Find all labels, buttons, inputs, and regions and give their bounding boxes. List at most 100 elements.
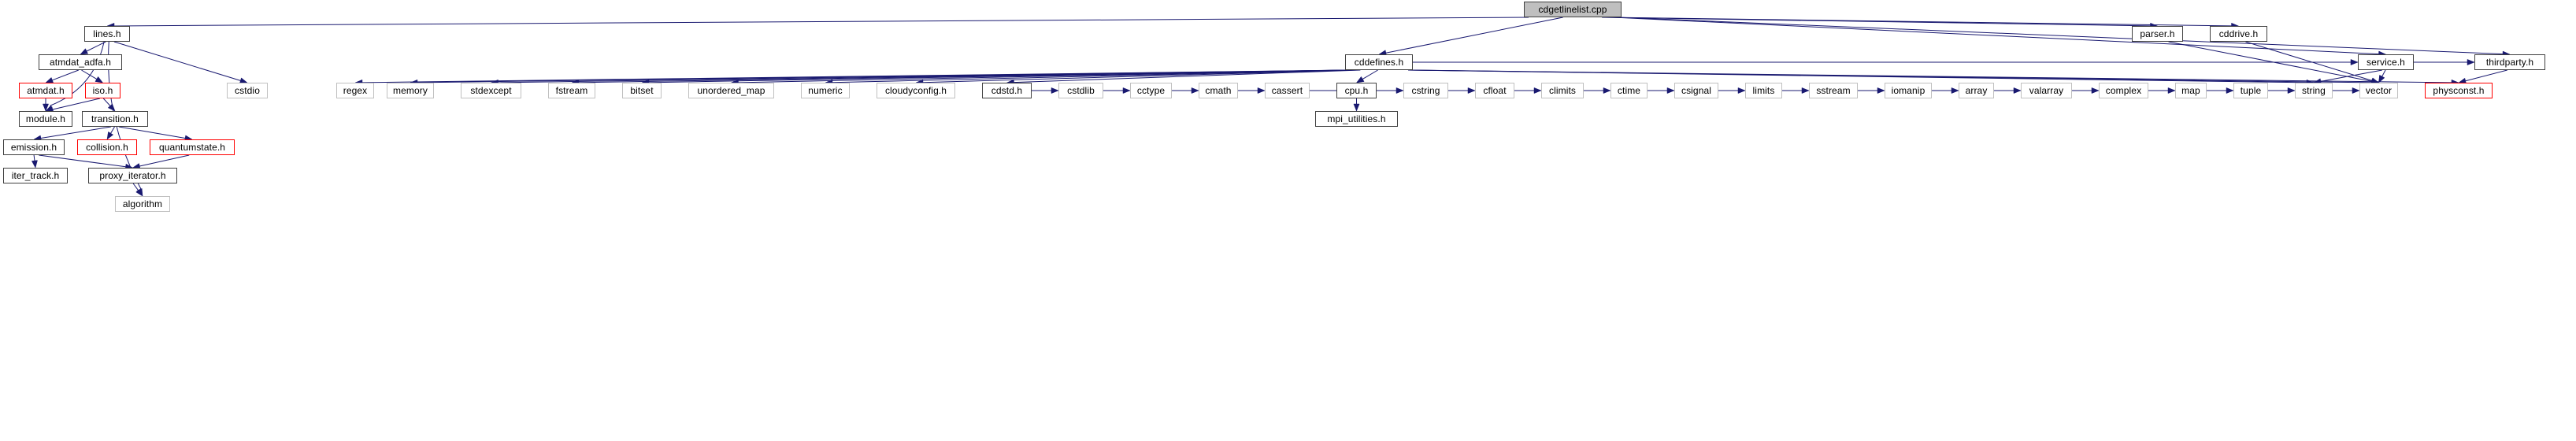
graph-node-numeric[interactable]: numeric	[801, 83, 850, 98]
graph-node-label: csignal	[1681, 85, 1712, 96]
graph-edge-cddefines-to-cpu	[1362, 69, 1378, 80]
graph-node-lines[interactable]: lines.h	[84, 26, 130, 42]
graph-arrowhead-proxy_iterator-to-algorithm	[135, 188, 143, 197]
graph-arrowhead-cdstd-to-valarray	[2013, 87, 2022, 94]
graph-node-csignal[interactable]: csignal	[1674, 83, 1718, 98]
graph-node-label: ctime	[1617, 85, 1641, 96]
graph-node-proxy_iterator[interactable]: proxy_iterator.h	[88, 168, 177, 183]
graph-node-cddefines[interactable]: cddefines.h	[1345, 54, 1413, 70]
graph-edge-cddefines-to-vector	[1407, 69, 2372, 83]
graph-node-cstdlib[interactable]: cstdlib	[1058, 83, 1103, 98]
graph-node-label: cloudyconfig.h	[884, 85, 947, 96]
graph-edge-service-to-string	[2320, 69, 2383, 82]
graph-node-atmdat[interactable]: atmdat.h	[19, 83, 72, 98]
graph-arrowhead-cdstd-to-complex	[2091, 87, 2100, 94]
graph-node-label: fstream	[555, 85, 588, 96]
graph-node-emission[interactable]: emission.h	[3, 139, 65, 155]
graph-node-climits[interactable]: climits	[1541, 83, 1584, 98]
graph-node-cdgetlinelist[interactable]: cdgetlinelist.cpp	[1524, 2, 1622, 17]
graph-node-cfloat[interactable]: cfloat	[1475, 83, 1514, 98]
graph-node-cassert[interactable]: cassert	[1265, 83, 1310, 98]
graph-node-cdstd[interactable]: cdstd.h	[982, 83, 1032, 98]
graph-node-label: regex	[343, 85, 368, 96]
graph-node-ctime[interactable]: ctime	[1610, 83, 1648, 98]
graph-arrowhead-iso-to-transition	[107, 103, 116, 112]
graph-node-iso[interactable]: iso.h	[85, 83, 120, 98]
graph-node-quantumstate[interactable]: quantumstate.h	[150, 139, 235, 155]
graph-node-label: module.h	[25, 113, 66, 124]
graph-node-label: atmdat_adfa.h	[49, 57, 112, 68]
graph-arrowhead-cdstd-to-cassert	[1257, 87, 1266, 94]
graph-node-memory[interactable]: memory	[387, 83, 434, 98]
graph-node-label: cassert	[1271, 85, 1303, 96]
graph-node-label: unordered_map	[697, 85, 765, 96]
graph-edge-cddefines-to-unordered_map	[738, 69, 1351, 83]
graph-node-cpu[interactable]: cpu.h	[1336, 83, 1377, 98]
graph-node-tuple[interactable]: tuple	[2233, 83, 2268, 98]
graph-edge-iso-to-transition	[102, 98, 111, 106]
graph-arrowhead-cdstd-to-cmath	[1191, 87, 1199, 94]
graph-node-label: mpi_utilities.h	[1327, 113, 1386, 124]
graph-arrowhead-cdstd-to-array	[1951, 87, 1959, 94]
graph-node-service[interactable]: service.h	[2358, 54, 2414, 70]
graph-node-string[interactable]: string	[2295, 83, 2333, 98]
graph-node-cstdio[interactable]: cstdio	[227, 83, 268, 98]
graph-edge-cdgetlinelist-to-parser	[1602, 17, 2151, 27]
graph-node-parser[interactable]: parser.h	[2132, 26, 2183, 42]
graph-node-transition[interactable]: transition.h	[82, 111, 148, 127]
graph-arrowhead-cdstd-to-sstream	[1801, 87, 1810, 94]
graph-arrowhead-cddefines-to-thirdparty	[2467, 59, 2475, 65]
graph-edge-cddefines-to-bitset	[648, 69, 1351, 83]
graph-node-array[interactable]: array	[1959, 83, 1994, 98]
graph-node-valarray[interactable]: valarray	[2021, 83, 2072, 98]
graph-edge-transition-to-quantumstate	[118, 126, 186, 139]
graph-node-limits[interactable]: limits	[1745, 83, 1782, 98]
graph-edge-service-to-vector	[2381, 69, 2386, 77]
graph-arrowhead-cdstd-to-cstring	[1395, 87, 1404, 94]
graph-edge-cddefines-to-regex	[361, 69, 1351, 83]
graph-edge-quantumstate-to-proxy_iterator	[139, 154, 190, 167]
graph-node-stdexcept[interactable]: stdexcept	[461, 83, 521, 98]
graph-arrowhead-cdstd-to-vector	[2352, 87, 2360, 94]
graph-node-label: thirdparty.h	[2485, 57, 2534, 68]
graph-arrowhead-cdstd-to-cctype	[1122, 87, 1131, 94]
graph-node-label: complex	[2105, 85, 2142, 96]
graph-node-label: cddefines.h	[1354, 57, 1404, 68]
graph-node-complex[interactable]: complex	[2099, 83, 2148, 98]
graph-arrowhead-cdstd-to-ctime	[1603, 87, 1611, 94]
graph-node-label: cdgetlinelist.cpp	[1538, 4, 1607, 15]
graph-node-regex[interactable]: regex	[336, 83, 374, 98]
graph-node-unordered_map[interactable]: unordered_map	[688, 83, 774, 98]
graph-arrowhead-atmdat-to-module	[43, 103, 49, 112]
graph-node-label: valarray	[2029, 85, 2064, 96]
graph-node-vector[interactable]: vector	[2359, 83, 2398, 98]
graph-node-bitset[interactable]: bitset	[622, 83, 662, 98]
graph-node-label: numeric	[808, 85, 843, 96]
graph-node-module[interactable]: module.h	[19, 111, 72, 127]
graph-node-collision[interactable]: collision.h	[77, 139, 137, 155]
graph-edge-emission-to-iter_track	[33, 154, 35, 161]
graph-node-cloudyconfig[interactable]: cloudyconfig.h	[877, 83, 955, 98]
graph-node-physconst[interactable]: physconst.h	[2425, 83, 2493, 98]
graph-node-algorithm[interactable]: algorithm	[115, 196, 170, 212]
graph-node-cmath[interactable]: cmath	[1199, 83, 1238, 98]
graph-arrowhead-cddefines-to-service	[2350, 59, 2359, 65]
graph-node-cctype[interactable]: cctype	[1130, 83, 1172, 98]
graph-node-cstring[interactable]: cstring	[1403, 83, 1448, 98]
graph-node-iomanip[interactable]: iomanip	[1885, 83, 1932, 98]
graph-node-sstream[interactable]: sstream	[1809, 83, 1858, 98]
graph-arrowhead-cddefines-to-cpu	[1355, 76, 1365, 83]
graph-node-iter_track[interactable]: iter_track.h	[3, 168, 68, 183]
graph-node-label: cddrive.h	[2218, 28, 2259, 39]
graph-node-atmdat_adfa[interactable]: atmdat_adfa.h	[39, 54, 122, 70]
graph-node-map[interactable]: map	[2175, 83, 2207, 98]
graph-node-label: cstdlib	[1067, 85, 1095, 96]
graph-node-fstream[interactable]: fstream	[548, 83, 595, 98]
graph-node-thirdparty[interactable]: thirdparty.h	[2474, 54, 2545, 70]
graph-node-label: cpu.h	[1344, 85, 1369, 96]
graph-node-mpi_utilities[interactable]: mpi_utilities.h	[1315, 111, 1398, 127]
graph-arrowhead-cdstd-to-cstdlib	[1051, 87, 1059, 94]
graph-arrowhead-cdstd-to-tuple	[2226, 87, 2234, 94]
graph-node-cddrive[interactable]: cddrive.h	[2210, 26, 2267, 42]
graph-node-label: cctype	[1136, 85, 1166, 96]
